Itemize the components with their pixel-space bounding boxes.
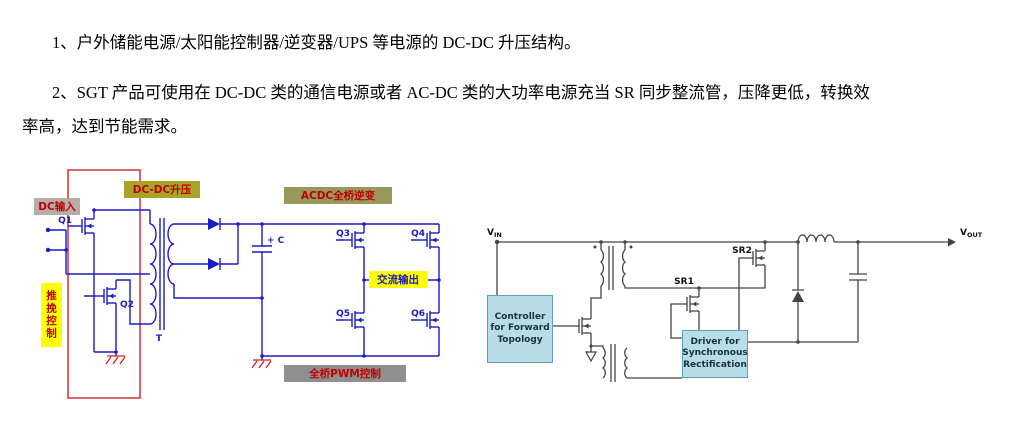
driver-box: Driver for Synchronous Rectification: [682, 330, 748, 378]
right-circuit-diagram: VIN VOUT SR1 SR2 Controller for Forward …: [483, 222, 1018, 392]
sr1-mosfet: [678, 287, 700, 321]
controller-box: Controller for Forward Topology: [487, 295, 553, 363]
pwm-control-label: 全桥PWM控制: [284, 365, 406, 382]
q5-label: Q5: [336, 309, 350, 319]
junction-dots: [45, 208, 441, 358]
q1-label: Q1: [58, 216, 72, 226]
left-wiring: [48, 209, 440, 360]
ground-arrow: [584, 351, 598, 363]
q2-label: Q2: [120, 300, 134, 310]
vout-arrow: [948, 238, 956, 247]
text-block: 1、户外储能电源/太阳能控制器/逆变器/UPS 等电源的 DC-DC 升压结构。…: [22, 26, 1014, 160]
transformer-t: [149, 218, 175, 330]
rectifier-diodes: [208, 218, 220, 270]
right-junction-dots: [494, 239, 860, 348]
push-pull-highlight-box: [67, 169, 141, 399]
vout-label: VOUT: [960, 228, 983, 239]
q3-label: Q3: [336, 229, 350, 239]
paragraph-2-line-1: 2、SGT 产品可使用在 DC-DC 类的通信电源或者 AC-DC 类的大功率电…: [52, 83, 870, 102]
gate-drive-transformer: [601, 344, 629, 382]
ground-symbols: [105, 355, 272, 369]
q6-label: Q6: [411, 309, 425, 319]
sr2-label: SR2: [732, 246, 752, 256]
dc-input-label: DC输入: [34, 198, 80, 215]
freewheel-diode: [792, 291, 804, 302]
q4-label: Q4: [411, 229, 425, 239]
transformer-label: T: [156, 334, 163, 344]
sr1-label: SR1: [674, 277, 694, 287]
left-circuit-diagram: Q1 Q2 Q3 Q4 Q5 Q6 T + C DC输入 DC-DC升压 ACD…: [32, 166, 452, 414]
paragraph-1: 1、户外储能电源/太阳能控制器/逆变器/UPS 等电源的 DC-DC 升压结构。: [52, 33, 581, 52]
acdc-inverter-label: ACDC全桥逆变: [284, 187, 392, 204]
dcdc-boost-label: DC-DC升压: [124, 181, 200, 198]
forward-mosfet: [570, 309, 592, 343]
q2-mosfet: [95, 279, 117, 313]
right-mosfets: [570, 241, 766, 343]
left-circuit-schematic: Q1 Q2 Q3 Q4 Q5 Q6 T + C: [45, 169, 441, 399]
output-inductor: [797, 234, 835, 243]
right-circuit-schematic: VIN VOUT SR1 SR2: [487, 228, 983, 382]
push-pull-control-label: 推挽控制: [41, 283, 62, 347]
forward-transformer: [593, 245, 633, 290]
capacitor-label: + C: [267, 236, 285, 246]
paragraph-2-line-2: 率高，达到节能需求。: [22, 117, 187, 136]
vin-label: VIN: [487, 228, 502, 239]
ac-output-label: 交流输出: [369, 271, 427, 288]
